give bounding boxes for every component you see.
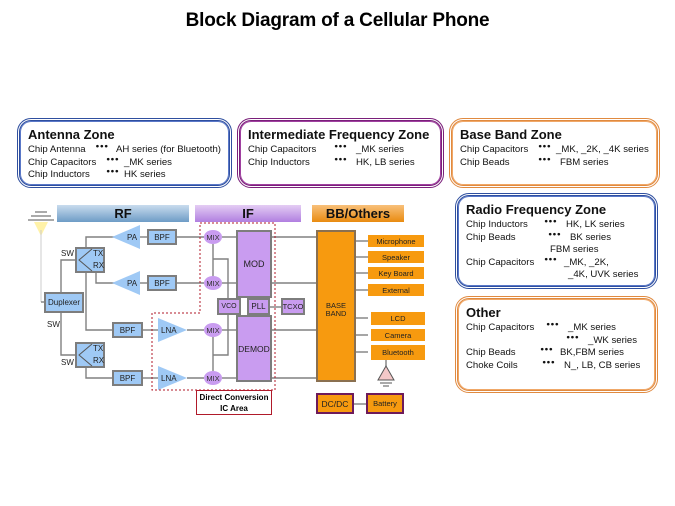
zone-row: Chip Beads•••BK,FBM series [466,344,624,358]
zone-title: Radio Frequency Zone [466,202,607,217]
rf-band-header: RF [57,205,189,222]
antenna-icon [28,211,54,302]
sw-label: SW [61,249,74,258]
mixer: MIX [204,371,222,385]
pa-label: PA [127,279,138,288]
duplexer-block: Duplexer [44,292,84,313]
mixer: MIX [204,276,222,290]
mixer: MIX [204,323,222,337]
txrx-switch-top [75,247,105,273]
lna-amplifier-bottom [158,366,187,390]
if-band-header: IF [195,205,301,222]
pa-amplifier-bottom [112,271,140,295]
zone-title: Other [466,305,501,320]
zone-row: Chip Capacitors•••_MK series [28,153,172,168]
direct-conversion-boundary [151,222,276,391]
lna-label: LNA [161,326,177,335]
tx-label: TX [93,249,104,258]
peripheral-microphone: Microphone [368,235,424,247]
zone-row: Chip Capacitors•••_MK series [466,319,616,333]
bb-band-header: BB/Others [312,205,404,222]
pa-amplifier-top [112,225,140,249]
peripheral-speaker: Speaker [368,251,424,263]
dcdc-converter-block: DC/DC [316,393,354,414]
peripheral-lcd: LCD [371,312,425,325]
lna-amplifier-top [158,318,187,342]
bpf-block: BPF [112,322,143,338]
peripheral-camera: Camera [371,329,425,341]
tx-label: TX [93,344,104,353]
peripheral-bluetooth: Bluetooth [371,345,425,360]
demodulator-block: DEMOD [236,315,272,382]
zone-row: _4K, UVK series [568,269,639,280]
zone-row: FBM series [550,244,599,255]
sw-label: SW [61,358,74,367]
zone-row: Chip Inductors•••HK series [28,166,166,180]
peripheral-keyboard: Key Board [368,267,424,279]
txrx-switch-bottom [75,342,105,368]
modulator-block: MOD [236,230,272,298]
tcxo-block: TCXO [281,298,305,315]
other-zone: Other Chip Capacitors•••_MK series •••_W… [455,296,658,393]
rx-label: RX [93,356,105,365]
battery-block: Battery [366,393,404,414]
zone-row: Chip Capacitors•••_MK series [248,141,404,155]
page-title: Block Diagram of a Cellular Phone [185,10,490,31]
zone-row: Chip Inductors•••HK, LB series [248,153,415,168]
zone-row: Choke Coils•••N_, LB, CB series [466,356,641,371]
pll-block: PLL [247,298,270,315]
sw-label: SW [47,320,60,329]
zone-row: Chip Beads•••BK series [466,228,612,243]
base-band-zone: Base Band Zone Chip Capacitors•••_MK, _2… [449,118,660,188]
baseband-block: BASE BAND [316,230,356,382]
bluetooth-antenna-icon [377,364,395,387]
zone-title: Antenna Zone [28,127,115,142]
direct-conversion-ic-area-label: Direct Conversion IC Area [196,390,272,415]
intermediate-frequency-zone: Intermediate Frequency Zone Chip Capacit… [237,118,444,188]
mixer: MIX [204,230,222,244]
zone-row: •••_WK series [566,331,638,346]
bpf-block: BPF [147,275,177,291]
zone-row: Chip Capacitors•••_MK, _2K, [466,253,609,268]
peripheral-external: External [368,284,424,296]
zone-row: Chip Capacitors•••_MK, _2K, _4K series [460,141,649,155]
zone-title: Base Band Zone [460,127,562,142]
pa-label: PA [127,233,138,242]
zone-title: Intermediate Frequency Zone [248,127,430,142]
zone-row: Chip Beads•••FBM series [460,153,609,168]
bpf-block: BPF [112,370,143,386]
antenna-zone: Antenna Zone Chip Antenna•••AH series (f… [17,118,232,188]
rx-label: RX [93,261,105,270]
vco-block: VCO [217,298,241,315]
zone-row: Chip Inductors•••HK, LK series [466,216,625,230]
radio-frequency-zone: Radio Frequency Zone Chip Inductors•••HK… [455,193,658,289]
zone-row: Chip Antenna•••AH series (for Bluetooth) [28,141,221,155]
bpf-block: BPF [147,229,177,245]
lna-label: LNA [161,374,177,383]
